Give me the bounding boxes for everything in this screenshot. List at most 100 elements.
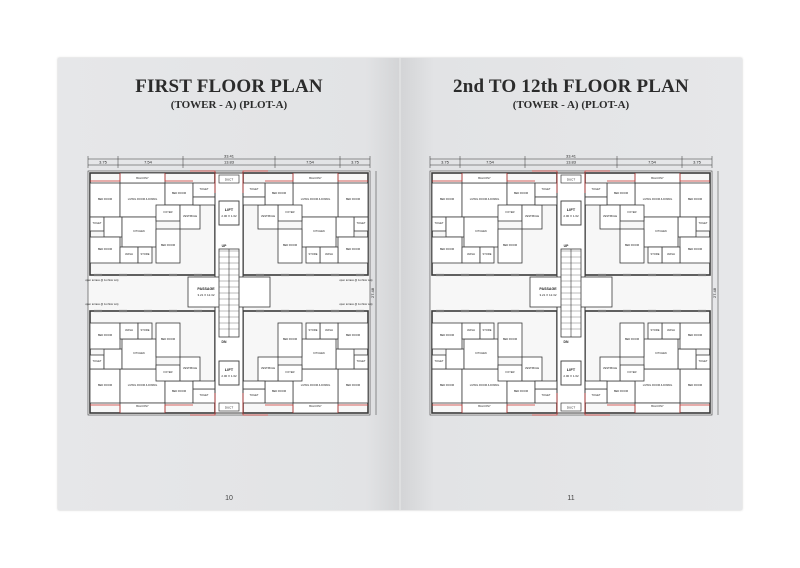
shaft-outline [242, 196, 266, 206]
store-outline [137, 322, 153, 340]
room-label: BALCONY [136, 176, 149, 180]
bed-room: BED ROOM [155, 228, 181, 264]
store: STORE [305, 246, 321, 264]
room-label: WASH [125, 252, 133, 256]
store: STORE [305, 322, 321, 340]
corridor [445, 348, 465, 370]
red-accent-line [190, 393, 216, 416]
room-label: WASH [667, 252, 675, 256]
room-label: STORE [309, 252, 318, 256]
lift-label: LIFT [567, 207, 576, 212]
room-label: STORE [141, 328, 150, 332]
store-outline [479, 246, 495, 264]
dimension-height: 27.48 [370, 287, 375, 298]
bed-room: BED ROOM [89, 368, 121, 404]
room-label: VESTIBULE [261, 214, 276, 218]
room-label: BED ROOM [346, 247, 360, 251]
toilet: TOILET [584, 388, 608, 404]
lift-label: LIFT [225, 207, 234, 212]
toilet: TOILET [431, 354, 447, 370]
wash: WASH [661, 246, 681, 264]
duct [560, 174, 582, 184]
room-label: VESTIBULE [603, 214, 618, 218]
room-label: STORE [651, 328, 660, 332]
room-label: BED ROOM [272, 191, 286, 195]
kitchen: KITCHEN [463, 216, 499, 248]
room-label: BED ROOM [161, 243, 175, 247]
red-accent-line [584, 393, 610, 416]
wash: WASH [461, 246, 481, 264]
stair-down-label: DN [564, 340, 569, 344]
room-label: BALCONY [478, 404, 491, 408]
wash: WASH [119, 246, 139, 264]
bed-room: BED ROOM [277, 228, 303, 264]
stair-down-label: DN [222, 340, 227, 344]
red-accent-line [242, 170, 268, 193]
toilet: TOILET [534, 388, 558, 404]
kitchen: KITCHEN [643, 216, 679, 248]
room-label: BALCONY [136, 404, 149, 408]
page-title: FIRST FLOOR PLAN [135, 76, 323, 97]
store-outline [479, 322, 495, 340]
vestibule: VESTIBULE [599, 204, 621, 230]
store-outline [305, 246, 321, 264]
corridor [677, 216, 697, 238]
room-label: BED ROOM [98, 247, 112, 251]
right-page: 2nd TO 12th FLOOR PLAN (TOWER - A) (PLOT… [400, 58, 742, 510]
dimension-center: 13.83 [566, 160, 577, 165]
vestibule-outline [179, 356, 201, 382]
bed-room: BED ROOM [155, 322, 181, 358]
corridor [335, 348, 355, 370]
foyer: FOYER [497, 364, 523, 382]
room-label: STORE [141, 252, 150, 256]
stair-up-label: UP [222, 244, 227, 248]
corridor-outline [103, 348, 123, 370]
store-outline [647, 246, 663, 264]
room-label: WASH [467, 328, 475, 332]
room-label: STORE [483, 252, 492, 256]
room-label: BED ROOM [625, 337, 639, 341]
passage-size: 3.21 X 12.32 [539, 293, 556, 297]
duct-label: DUCT [225, 406, 233, 410]
corridor-outline [445, 216, 465, 238]
book-spread: FIRST FLOOR PLAN (TOWER - A) (PLOT-A) 33… [58, 58, 742, 510]
room-label: TOILET [541, 187, 550, 191]
bed-room: BED ROOM [164, 182, 194, 206]
bed-room: BED ROOM [679, 182, 711, 218]
room-label: WASH [467, 252, 475, 256]
toilet: TOILET [242, 388, 266, 404]
toilet: TOILET [242, 182, 266, 198]
store: STORE [647, 322, 663, 340]
red-accent-line [607, 404, 636, 413]
bed-room-outline [277, 322, 303, 358]
room-label: BED ROOM [283, 243, 297, 247]
room-label: BALCONY [309, 404, 322, 408]
room-label: KITCHEN [655, 229, 667, 233]
store: STORE [647, 246, 663, 264]
room-label: BED ROOM [346, 333, 360, 337]
bed-room: BED ROOM [89, 182, 121, 218]
room-label: TOILET [698, 221, 707, 225]
vestibule: VESTIBULE [599, 356, 621, 382]
room-label: TOILET [92, 221, 101, 225]
passage-label: PASSAGE [197, 287, 215, 291]
red-accent-line [532, 393, 558, 416]
room-label: VESTIBULE [525, 366, 540, 370]
red-accent-line [607, 173, 636, 182]
room-label: TOILET [199, 393, 208, 397]
page-subtitle: (TOWER - A) (PLOT-A) [512, 99, 630, 111]
bed-room-outline [89, 236, 121, 264]
bed-room-outline [497, 228, 523, 264]
room-label: BED ROOM [98, 383, 112, 387]
staircase: UP DN [218, 244, 240, 344]
red-accent-line [337, 173, 368, 182]
room-label: KITCHEN [475, 229, 487, 233]
room-label: BED ROOM [440, 247, 454, 251]
kitchen: KITCHEN [463, 338, 499, 370]
left-page: FIRST FLOOR PLAN (TOWER - A) (PLOT-A) 33… [58, 58, 400, 510]
